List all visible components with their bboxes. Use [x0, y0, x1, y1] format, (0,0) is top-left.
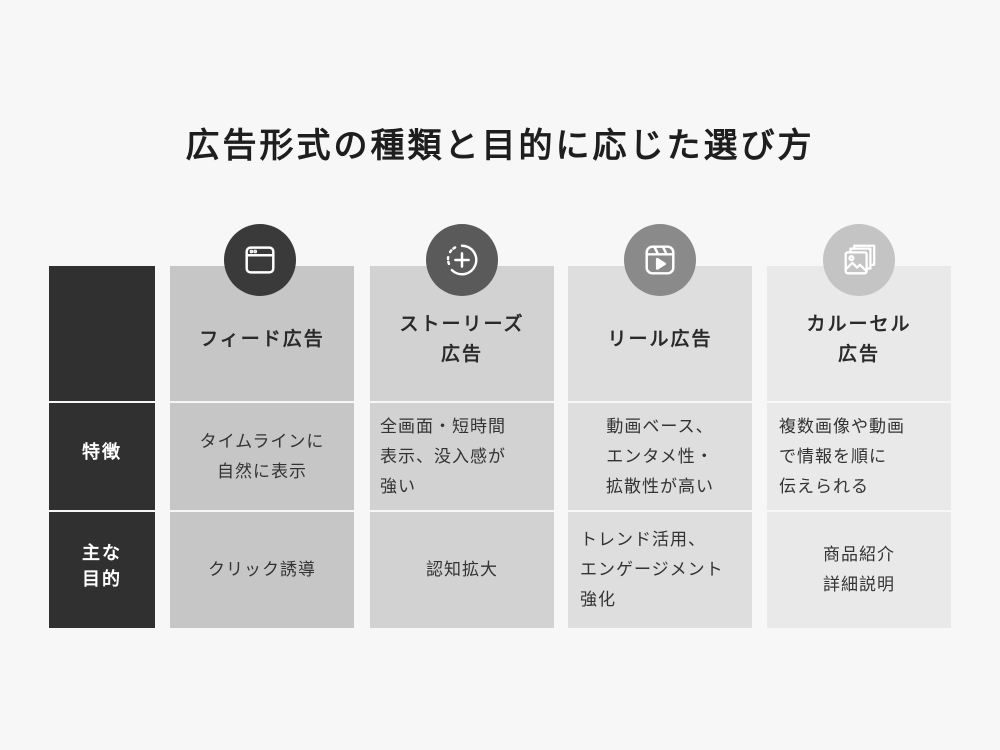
sidebar-divider — [49, 510, 155, 512]
column-header-title: カルーセル 広告 — [806, 312, 912, 365]
column-divider — [767, 510, 951, 512]
image-stack-icon — [823, 224, 895, 296]
column-header-title: フィード広告 — [199, 327, 325, 350]
column-header: カルーセル 広告 — [767, 266, 951, 401]
column-divider — [568, 401, 752, 403]
column-header-title: ストーリーズ 広告 — [399, 312, 525, 365]
column-stories-ad: ストーリーズ 広告 全画面・短時間 表示、没入感が 強い 認知拡大 — [370, 266, 554, 628]
browser-window-icon — [224, 224, 296, 296]
purpose-text: 認知拡大 — [426, 560, 498, 580]
feature-text: 全画面・短時間 表示、没入感が 強い — [380, 416, 506, 497]
feature-cell: 全画面・短時間 表示、没入感が 強い — [370, 403, 554, 510]
column-header: ストーリーズ 広告 — [370, 266, 554, 401]
column-reels-ad: リール広告 動画ベース、 エンタメ性・ 拡散性が高い トレンド活用、 エンゲージ… — [568, 266, 752, 628]
page-title: 広告形式の種類と目的に応じた選び方 — [185, 126, 815, 166]
purpose-text: トレンド活用、 エンゲージメント 強化 — [580, 530, 724, 610]
column-header: フィード広告 — [170, 266, 354, 401]
row-label-sidebar: 特徴 主な 目的 — [49, 266, 155, 628]
purpose-text: 商品紹介 詳細説明 — [823, 545, 895, 595]
column-header-title: リール広告 — [607, 327, 713, 350]
feature-cell: 複数画像や動画 で情報を順に 伝えられる — [767, 403, 951, 510]
row-label-purpose: 主な 目的 — [82, 543, 122, 590]
purpose-text: クリック誘導 — [208, 560, 316, 580]
column-divider — [170, 510, 354, 512]
row-label-features: 特徴 — [82, 442, 122, 463]
column-header: リール広告 — [568, 266, 752, 401]
sidebar-divider — [49, 401, 155, 403]
column-divider — [170, 401, 354, 403]
purpose-cell: 認知拡大 — [370, 512, 554, 628]
column-carousel-ad: カルーセル 広告 複数画像や動画 で情報を順に 伝えられる 商品紹介 詳細説明 — [767, 266, 951, 628]
purpose-cell: クリック誘導 — [170, 512, 354, 628]
column-divider — [568, 510, 752, 512]
reels-play-icon — [624, 224, 696, 296]
feature-cell: 動画ベース、 エンタメ性・ 拡散性が高い — [568, 403, 752, 510]
column-feed-ad: フィード広告 タイムラインに 自然に表示 クリック誘導 — [170, 266, 354, 628]
column-divider — [370, 510, 554, 512]
column-divider — [370, 401, 554, 403]
purpose-cell: 商品紹介 詳細説明 — [767, 512, 951, 628]
column-divider — [767, 401, 951, 403]
feature-cell: タイムラインに 自然に表示 — [170, 403, 354, 510]
purpose-cell: トレンド活用、 エンゲージメント 強化 — [568, 512, 752, 628]
story-plus-icon — [426, 224, 498, 296]
feature-text: タイムラインに 自然に表示 — [199, 431, 325, 482]
feature-text: 動画ベース、 エンタメ性・ 拡散性が高い — [606, 416, 714, 497]
feature-text: 複数画像や動画 で情報を順に 伝えられる — [779, 416, 905, 497]
